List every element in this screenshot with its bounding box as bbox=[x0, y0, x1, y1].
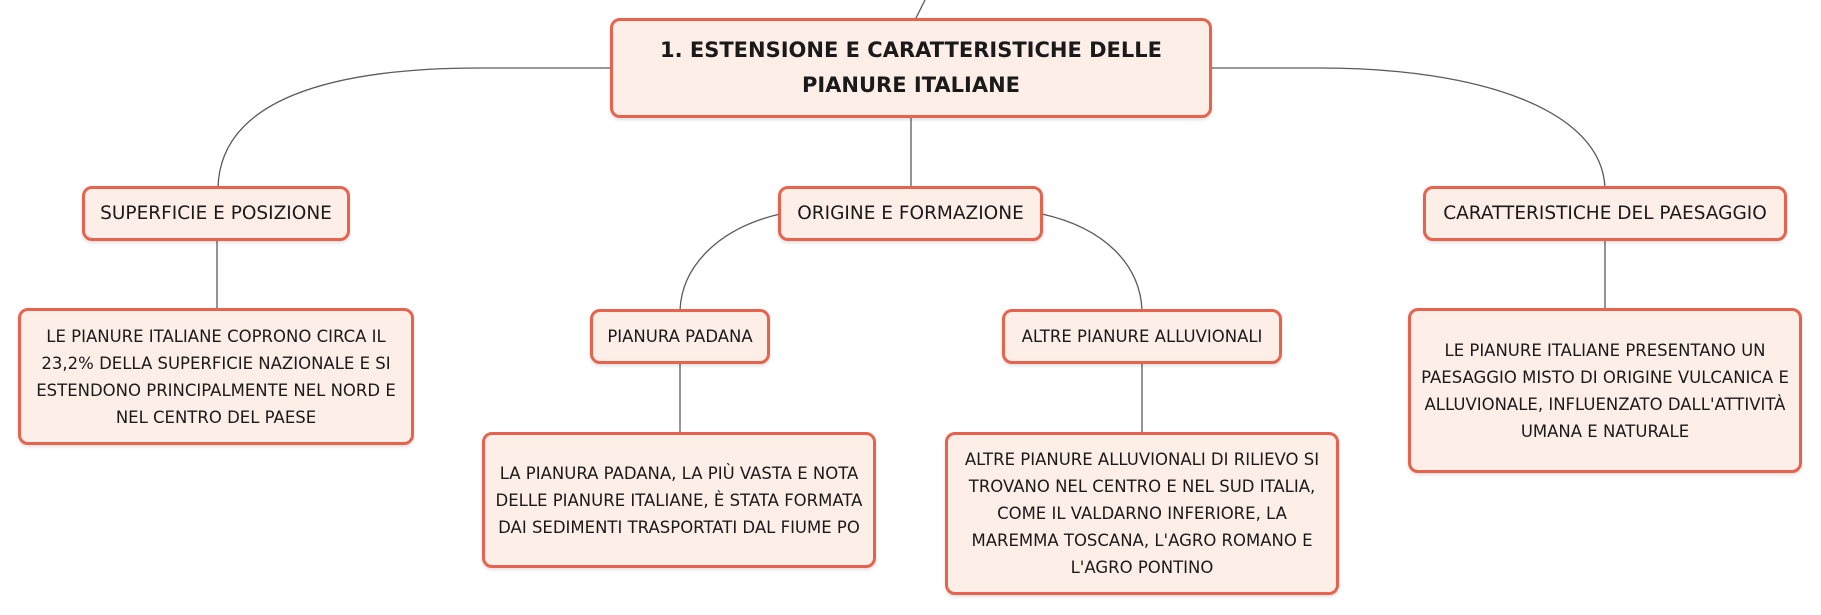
connector-origine-to-padana bbox=[679, 213, 781, 311]
connector-parent-to-root bbox=[914, 0, 926, 21]
topic-pianura-padana-label: PIANURA PADANA bbox=[607, 326, 753, 346]
detail-caratteristiche-paesaggio[interactable]: LE PIANURE ITALIANE PRESENTANO UN PAESAG… bbox=[1408, 308, 1802, 473]
topic-superficie-posizione-label: SUPERFICIE E POSIZIONE bbox=[100, 202, 332, 224]
detail-altre-pianure-alluvionali[interactable]: ALTRE PIANURE ALLUVIONALI DI RILIEVO SI … bbox=[945, 432, 1339, 595]
detail-superficie-posizione[interactable]: LE PIANURE ITALIANE COPRONO CIRCA IL 23,… bbox=[18, 308, 414, 445]
connector-root-to-superficie bbox=[217, 67, 612, 189]
root-topic[interactable]: 1. ESTENSIONE E CARATTERISTICHE DELLE PI… bbox=[610, 18, 1212, 118]
detail-pianura-padana[interactable]: LA PIANURA PADANA, LA PIÙ VASTA E NOTA D… bbox=[482, 432, 876, 568]
detail-altre-pianure-alluvionali-text: ALTRE PIANURE ALLUVIONALI DI RILIEVO SI … bbox=[964, 450, 1320, 577]
detail-pianura-padana-text: LA PIANURA PADANA, LA PIÙ VASTA E NOTA D… bbox=[495, 463, 863, 537]
detail-superficie-posizione-text: LE PIANURE ITALIANE COPRONO CIRCA IL 23,… bbox=[36, 326, 396, 427]
root-topic-label: 1. ESTENSIONE E CARATTERISTICHE DELLE PI… bbox=[659, 38, 1162, 97]
topic-pianura-padana[interactable]: PIANURA PADANA bbox=[590, 309, 770, 364]
topic-altre-pianure-alluvionali-label: ALTRE PIANURE ALLUVIONALI bbox=[1021, 326, 1263, 346]
topic-caratteristiche-paesaggio-label: CARATTERISTICHE DEL PAESAGGIO bbox=[1443, 202, 1767, 224]
topic-superficie-posizione[interactable]: SUPERFICIE E POSIZIONE bbox=[82, 186, 350, 241]
detail-caratteristiche-paesaggio-text: LE PIANURE ITALIANE PRESENTANO UN PAESAG… bbox=[1421, 340, 1789, 441]
topic-origine-formazione[interactable]: ORIGINE E FORMAZIONE bbox=[778, 186, 1043, 241]
topic-caratteristiche-paesaggio[interactable]: CARATTERISTICHE DEL PAESAGGIO bbox=[1423, 186, 1787, 241]
topic-altre-pianure-alluvionali[interactable]: ALTRE PIANURE ALLUVIONALI bbox=[1002, 309, 1282, 364]
connector-root-to-paesaggio bbox=[1210, 67, 1606, 189]
topic-origine-formazione-label: ORIGINE E FORMAZIONE bbox=[797, 202, 1024, 224]
connector-origine-to-alluvionali bbox=[1041, 213, 1143, 311]
